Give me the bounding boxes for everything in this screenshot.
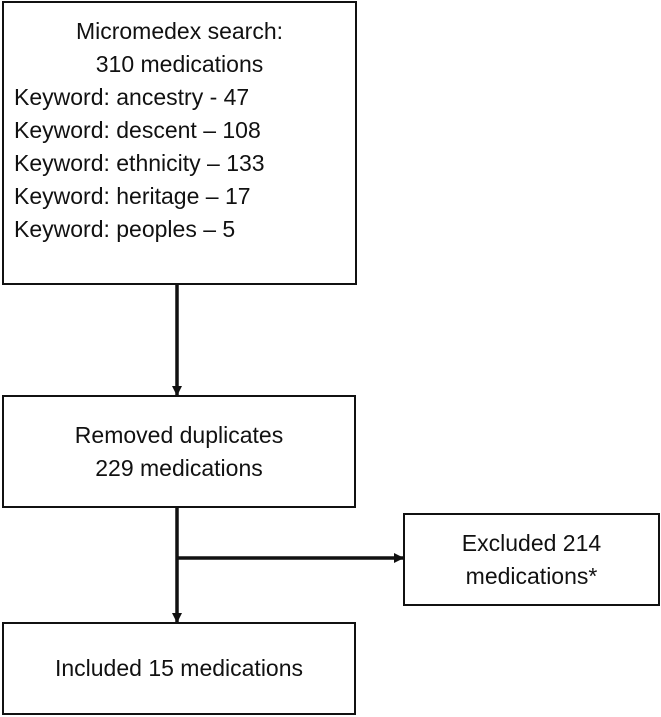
keyword-line: Keyword: peoples – 5 <box>14 216 236 242</box>
keyword-line: Keyword: descent – 108 <box>14 117 261 143</box>
duplicates-box: Removed duplicates 229 medications <box>2 395 356 508</box>
keyword-line: Keyword: heritage – 17 <box>14 183 251 209</box>
duplicates-count: 229 medications <box>95 454 263 481</box>
keyword-line: Keyword: ethnicity – 133 <box>14 150 265 176</box>
search-count: 310 medications <box>95 51 264 77</box>
keyword-line: Keyword: ancestry - 47 <box>14 84 250 110</box>
excluded-box: Excluded 214 medications* <box>403 513 660 606</box>
included-label: Included 15 medications <box>54 655 304 681</box>
duplicates-label: Removed duplicates <box>74 421 284 448</box>
search-box: Micromedex search: 310 medications Keywo… <box>2 1 357 285</box>
excluded-unit: medications* <box>465 562 598 589</box>
search-title: Micromedex search: <box>75 18 284 44</box>
included-box: Included 15 medications <box>2 622 356 715</box>
excluded-label: Excluded 214 <box>461 529 602 556</box>
